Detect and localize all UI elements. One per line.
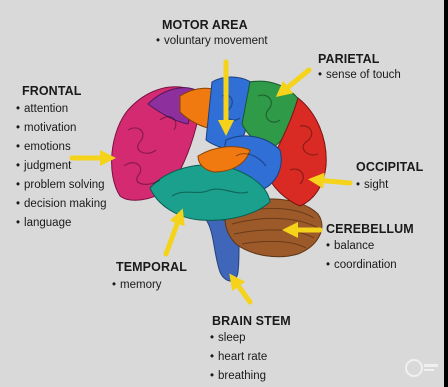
brain-stem-item: breathing (210, 367, 291, 386)
frontal-item: judgment (16, 157, 107, 176)
motor-item: voluntary movement (156, 32, 268, 51)
parietal-list: sense of touch (318, 66, 401, 85)
frontal-item: emotions (16, 138, 107, 157)
parietal-item: sense of touch (318, 66, 401, 85)
motor-title: MOTOR AREA (162, 18, 268, 32)
cerebellum-item: balance (326, 237, 414, 256)
parietal-title: PARIETAL (318, 52, 401, 66)
temporal-arrow (166, 216, 180, 254)
motor-list: voluntary movement (156, 32, 268, 51)
occipital-title: OCCIPITAL (356, 160, 423, 174)
temporal-label-group: TEMPORAL memory (116, 260, 187, 295)
corner-logo (404, 356, 440, 380)
brain-stem-arrow (234, 280, 250, 302)
temporal-item: memory (112, 276, 187, 295)
frontal-item: motivation (16, 119, 107, 138)
parietal-label-group: PARIETAL sense of touch (318, 52, 401, 85)
temporal-list: memory (112, 276, 187, 295)
motor-label-group: MOTOR AREA voluntary movement (162, 18, 268, 51)
occipital-arrow (316, 180, 350, 183)
brain-stem-label-group: BRAIN STEM sleep heart rate breathing (212, 314, 291, 386)
frontal-title: FRONTAL (22, 84, 107, 98)
occipital-list: sight (356, 176, 423, 195)
frontal-item: attention (16, 100, 107, 119)
temporal-title: TEMPORAL (116, 260, 187, 274)
frontal-item: problem solving (16, 176, 107, 195)
cerebellum-title: CEREBELLUM (326, 222, 414, 236)
brain-stem-item: sleep (210, 329, 291, 348)
frontal-label-group: FRONTAL attention motivation emotions ju… (22, 84, 107, 233)
frontal-list: attention motivation emotions judgment p… (16, 100, 107, 233)
brain-stem-title: BRAIN STEM (212, 314, 291, 328)
occipital-label-group: OCCIPITAL sight (356, 160, 423, 195)
cerebellum-list: balance coordination (326, 237, 414, 275)
parietal-arrow (282, 70, 309, 92)
brain-stem-item: heart rate (210, 348, 291, 367)
brain-stem-list: sleep heart rate breathing (210, 329, 291, 386)
occipital-item: sight (356, 176, 423, 195)
logo-icon (404, 356, 440, 380)
frontal-item: language (16, 214, 107, 233)
cerebellum-item: coordination (326, 256, 414, 275)
cerebellum-label-group: CEREBELLUM balance coordination (326, 222, 414, 275)
frontal-item: decision making (16, 195, 107, 214)
